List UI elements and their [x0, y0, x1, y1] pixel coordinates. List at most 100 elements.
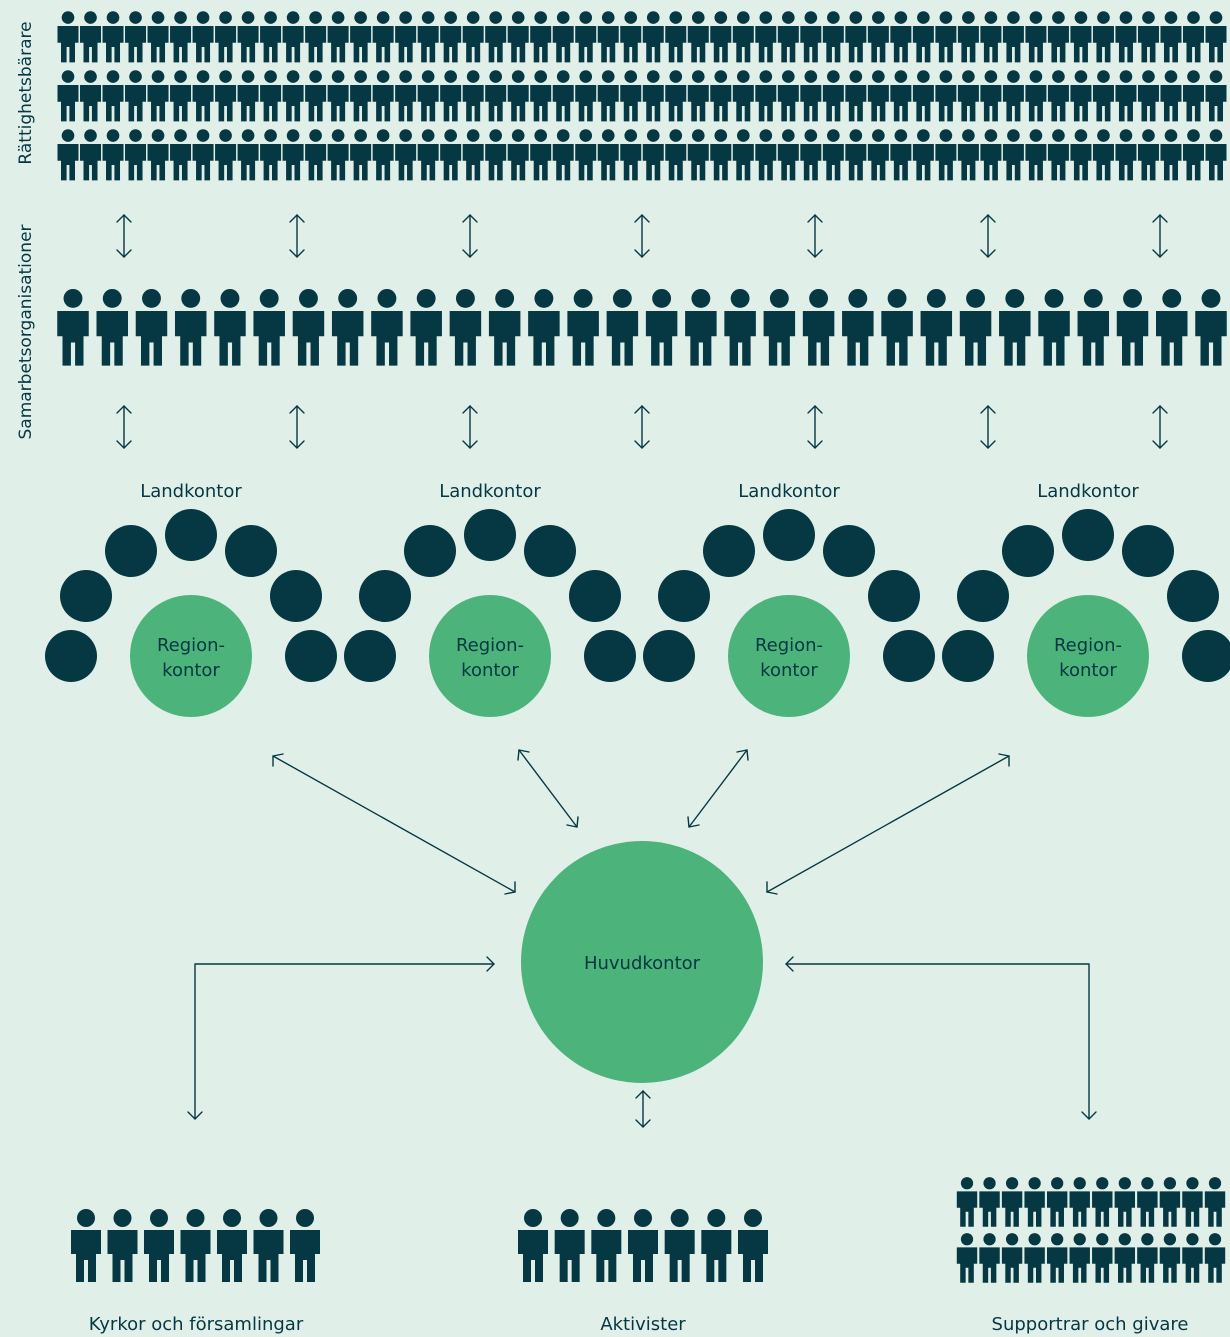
person-icon [530, 129, 552, 181]
double-arrow-icon [289, 214, 305, 258]
person-icon [867, 70, 889, 122]
partner-orgs-crowd [57, 288, 1227, 366]
person-icon [350, 70, 372, 122]
person-icon [327, 11, 349, 63]
person-icon [1092, 11, 1114, 63]
person-icon [1160, 11, 1182, 63]
double-arrow-icon [1152, 405, 1168, 449]
person-icon [591, 1209, 622, 1282]
region-office-circle [130, 595, 252, 717]
person-icon [1047, 11, 1069, 63]
person-icon [664, 1209, 695, 1282]
person-icon [912, 11, 934, 63]
person-icon [755, 129, 777, 181]
person-icon [732, 11, 754, 63]
person-icon [410, 288, 442, 366]
person-icon [1204, 1177, 1226, 1227]
person-icon [1137, 1233, 1158, 1283]
double-arrow-icon [462, 214, 478, 258]
person-icon [147, 129, 169, 181]
person-icon [732, 129, 754, 181]
person-icon [485, 129, 507, 181]
person-icon [920, 288, 953, 366]
office-circle-icon [60, 570, 112, 622]
person-icon [192, 70, 214, 122]
country-office-label: Landkontor [738, 481, 840, 502]
person-icon [802, 288, 835, 366]
person-icon [642, 11, 664, 63]
person-icon [935, 129, 957, 181]
country-offices: LandkontorRegion-kontorLandkontorRegion-… [45, 481, 1230, 717]
person-icon [1137, 129, 1159, 181]
person-icon [71, 1209, 101, 1282]
person-icon [282, 11, 304, 63]
person-icon [606, 288, 639, 366]
person-icon [701, 1209, 732, 1282]
person-icon [1070, 11, 1092, 63]
person-icon [567, 288, 599, 366]
person-icon [687, 11, 709, 63]
person-icon [125, 70, 147, 122]
person-icon [1002, 70, 1024, 122]
person-icon [96, 288, 128, 366]
person-icon [957, 70, 979, 122]
person-icon [575, 11, 597, 63]
double-arrow-icon [634, 214, 650, 258]
person-icon [290, 1209, 320, 1282]
person-icon [597, 11, 619, 63]
person-icon [980, 11, 1002, 63]
person-icon [710, 11, 732, 63]
person-icon [305, 129, 327, 181]
person-icon [1025, 11, 1047, 63]
head-office-circle [521, 841, 763, 1083]
country-office-label: Landkontor [140, 481, 242, 502]
person-icon [440, 70, 462, 122]
person-icon [552, 70, 574, 122]
person-icon [417, 70, 439, 122]
person-icon [1137, 1177, 1158, 1227]
person-icon [215, 11, 237, 63]
region-office-label: kontor [461, 660, 519, 681]
head-office: Huvudkontor [521, 841, 763, 1083]
person-icon [214, 288, 246, 366]
person-icon [999, 288, 1031, 366]
double-arrow-icon [462, 405, 478, 449]
office-circle-icon [883, 630, 935, 682]
person-icon [620, 129, 642, 181]
person-icon [1182, 11, 1204, 63]
region-office-circle [429, 595, 551, 717]
person-icon [170, 70, 192, 122]
person-icon [755, 70, 777, 122]
person-icon [1024, 1233, 1045, 1283]
person-icon [1046, 1233, 1068, 1283]
person-icon [372, 11, 394, 63]
person-icon [1024, 1177, 1045, 1227]
person-icon [777, 70, 799, 122]
region-office-circle [728, 595, 850, 717]
person-icon [890, 129, 912, 181]
churches-label: Kyrkor och församlingar [89, 1314, 304, 1335]
person-icon [665, 11, 687, 63]
person-icon [147, 11, 169, 63]
person-icon [620, 11, 642, 63]
person-icon [732, 70, 754, 122]
person-icon [192, 129, 214, 181]
person-icon [305, 11, 327, 63]
person-icon [1092, 1233, 1113, 1283]
person-icon [125, 129, 147, 181]
person-icon [1137, 70, 1159, 122]
person-icon [956, 1177, 978, 1227]
person-icon [528, 288, 560, 366]
person-icon [1116, 288, 1149, 366]
office-circle-icon [404, 525, 456, 577]
person-icon [170, 11, 192, 63]
region-office-label: Region- [755, 635, 823, 656]
country-office-label: Landkontor [439, 481, 541, 502]
person-icon [80, 70, 102, 122]
double-arrow-icon [116, 405, 132, 449]
person-icon [102, 129, 124, 181]
person-icon [305, 70, 327, 122]
